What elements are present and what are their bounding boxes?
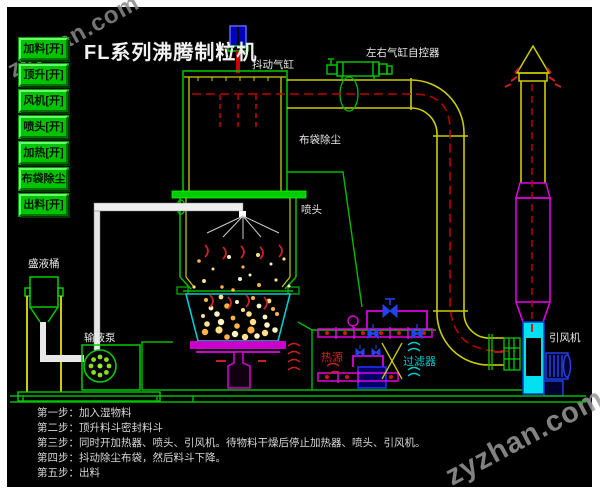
duct-centerline <box>192 93 516 352</box>
heat-button[interactable]: 加热[开] <box>19 142 68 164</box>
step-1: 第一步：加入湿物料 <box>37 407 132 419</box>
lift-button[interactable]: 顶升[开] <box>19 64 68 86</box>
flame-marks <box>204 244 283 310</box>
cylinder-controller-label: 左右气缸自控器 <box>366 46 440 59</box>
heat-source-label: 热源 <box>321 350 343 364</box>
liquid-pump-label: 输液泵 <box>84 331 116 344</box>
nozzle-label: 喷头 <box>301 204 322 216</box>
fan-button[interactable]: 风机[开] <box>19 90 68 112</box>
exhaust-stack <box>504 44 562 330</box>
tank-legs <box>26 296 62 392</box>
filter-label: 过滤器 <box>403 355 436 368</box>
frame-cross-brace <box>381 342 403 380</box>
stack-exhaust-puffs <box>504 67 562 88</box>
filter-waves <box>407 341 421 377</box>
step-4: 第四步：抖动除尘布袋，然后料斗下降。 <box>37 452 226 464</box>
bag-dust-button[interactable]: 布袋除尘 <box>19 168 68 190</box>
pressure-gauge <box>347 315 359 329</box>
exhaust-duct <box>287 78 504 366</box>
feed-button[interactable]: 加料[开] <box>19 38 68 60</box>
filter-bags <box>219 95 257 128</box>
vessel-flange <box>171 190 307 199</box>
support-frame <box>10 171 586 403</box>
pipe-valves <box>367 324 423 340</box>
spray-nozzle-piping <box>93 199 280 353</box>
cylinder-controller <box>326 58 393 80</box>
shaker-cylinder-label: 抖动气缸 <box>252 58 294 71</box>
step-2: 第二步：顶升料斗密封料斗 <box>37 422 163 434</box>
discharge-button[interactable]: 出料[开] <box>19 194 68 216</box>
feed-pipe <box>40 322 84 362</box>
bag-filter-chamber <box>182 70 288 193</box>
bypass-loop <box>366 310 428 329</box>
globe-valve <box>382 298 398 319</box>
procedure-steps: 第一步：加入湿物料 第二步：顶升料斗密封料斗 第三步：同时开加热器、喷头、引风机… <box>37 406 426 481</box>
fan-motor <box>543 352 572 397</box>
granule-particles <box>192 253 291 341</box>
page-title: FL系列沸腾制粒机 <box>84 42 258 64</box>
step-3: 第三步：同时开加热器、喷头、引风机。待物料干燥后停止加热器、喷头、引风机。 <box>37 437 426 449</box>
bag-dust-label: 布袋除尘 <box>299 133 341 146</box>
heater-assembly <box>287 298 433 389</box>
black-canvas <box>7 7 592 487</box>
nozzle-button[interactable]: 喷头[开] <box>19 116 68 138</box>
draft-fan-label: 引风机 <box>549 331 581 344</box>
fan-inlet-damper <box>488 334 521 371</box>
liquid-tank-label: 盛液桶 <box>28 257 60 270</box>
lower-heater-pipe <box>317 371 399 383</box>
liquid-pump <box>81 344 141 391</box>
shaker-cylinder <box>227 25 249 73</box>
liquid-tank <box>24 276 64 323</box>
step-5: 第五步：出料 <box>37 467 100 479</box>
draft-fan <box>522 321 572 397</box>
pump-platform <box>17 391 161 402</box>
heat-waves <box>287 342 342 375</box>
spray-lines <box>206 215 280 239</box>
upper-heater-pipe <box>317 327 433 339</box>
hopper-base <box>190 341 286 389</box>
